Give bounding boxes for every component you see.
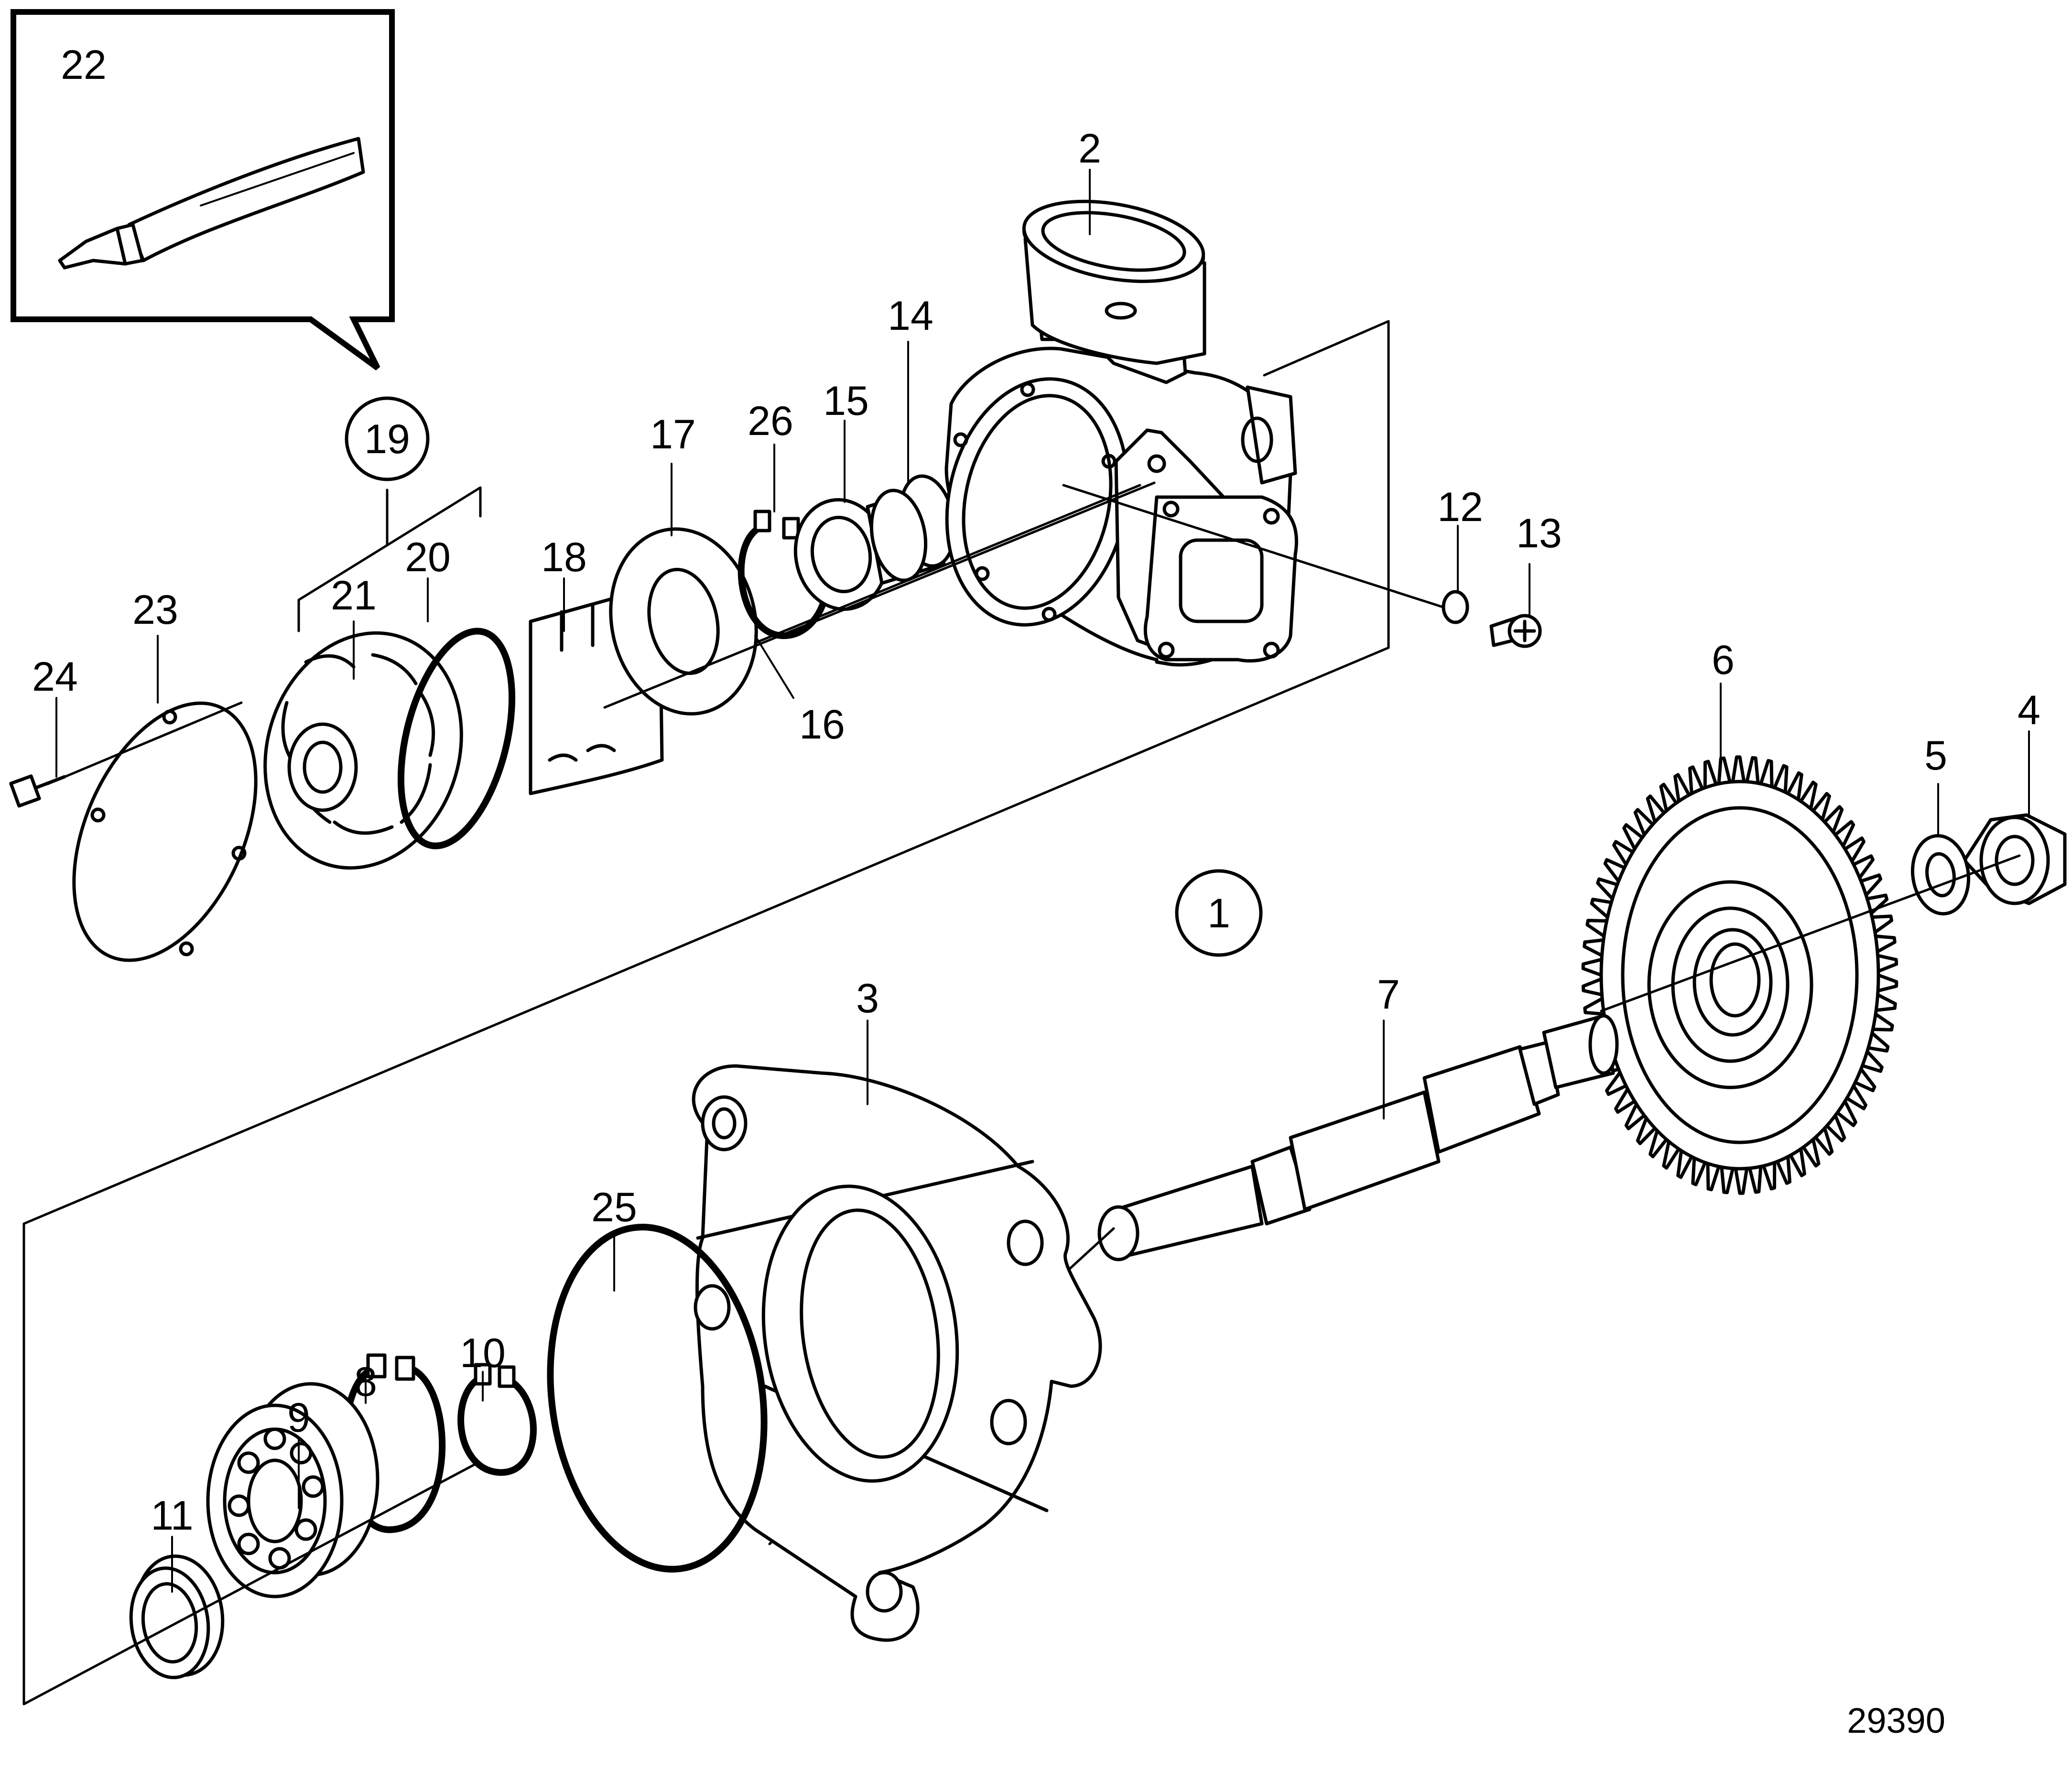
- callout-17: 17: [650, 412, 696, 457]
- callout-16: 16: [799, 702, 845, 748]
- lock-washer: [1910, 834, 1971, 916]
- callout-labels: 22 2 14 15 26 17 18 20 21 23 24 16 12 13…: [32, 42, 2040, 1539]
- washer-upper: [793, 498, 889, 611]
- callout-22: 22: [61, 42, 107, 88]
- leader-lines: [55, 169, 2030, 1593]
- callout-21: 21: [331, 573, 377, 619]
- callout-7: 7: [1377, 972, 1400, 1018]
- lip-seal: [129, 1554, 225, 1679]
- sealant-tube-icon: [58, 137, 365, 270]
- wear-plate: [609, 527, 758, 716]
- sealant-tube-callout: [11, 9, 395, 370]
- circle-callout-1: 1: [1175, 869, 1263, 957]
- callout-24: 24: [32, 654, 78, 700]
- callout-10: 10: [460, 1330, 506, 1376]
- gear-axis-line: [1600, 854, 2021, 1012]
- callout-3: 3: [856, 976, 879, 1021]
- pump-housing: [944, 199, 1298, 667]
- drawing-number: 29390: [1847, 1701, 1945, 1740]
- callout-14: 14: [888, 293, 933, 339]
- callout-19: 19: [364, 416, 410, 462]
- drive-gear: [1581, 755, 1898, 1195]
- o-ring-small: [1442, 590, 1469, 624]
- callout-5: 5: [1924, 733, 1947, 779]
- shaft-seal: [866, 474, 956, 585]
- large-o-ring: [547, 1224, 768, 1573]
- o-ring-seal: [397, 628, 516, 849]
- callout-12: 12: [1437, 484, 1483, 530]
- callout-8: 8: [354, 1359, 377, 1405]
- callout-2: 2: [1078, 126, 1101, 172]
- hex-nut: [1963, 813, 2067, 905]
- callout-6: 6: [1712, 637, 1735, 683]
- callout-1: 1: [1207, 891, 1230, 936]
- callout-11: 11: [151, 1493, 193, 1539]
- ball-bearing: [206, 1382, 380, 1598]
- impeller: [263, 631, 463, 870]
- circlip-lower: [457, 1363, 537, 1476]
- bearing-housing: [692, 1064, 1102, 1642]
- screw-13: [1489, 614, 1542, 648]
- centre-axis-lower: [22, 1461, 479, 1706]
- callout-23: 23: [132, 587, 178, 633]
- assembly-bracket-lines: [22, 320, 1390, 1706]
- callout-15: 15: [823, 378, 869, 424]
- callout-26: 26: [748, 398, 793, 444]
- circle-callout-19: 19: [345, 396, 430, 481]
- centre-axis-upper: [46, 701, 243, 785]
- centre-axis-lines-upper: [603, 481, 1459, 709]
- callout-13: 13: [1516, 511, 1562, 556]
- callout-20: 20: [405, 534, 451, 580]
- callout-25: 25: [591, 1184, 637, 1230]
- callout-18: 18: [541, 534, 587, 580]
- pump-shaft: [1097, 1014, 1619, 1261]
- callout-9: 9: [287, 1395, 310, 1441]
- pump-cover: [72, 701, 258, 962]
- callout-4: 4: [2018, 687, 2040, 733]
